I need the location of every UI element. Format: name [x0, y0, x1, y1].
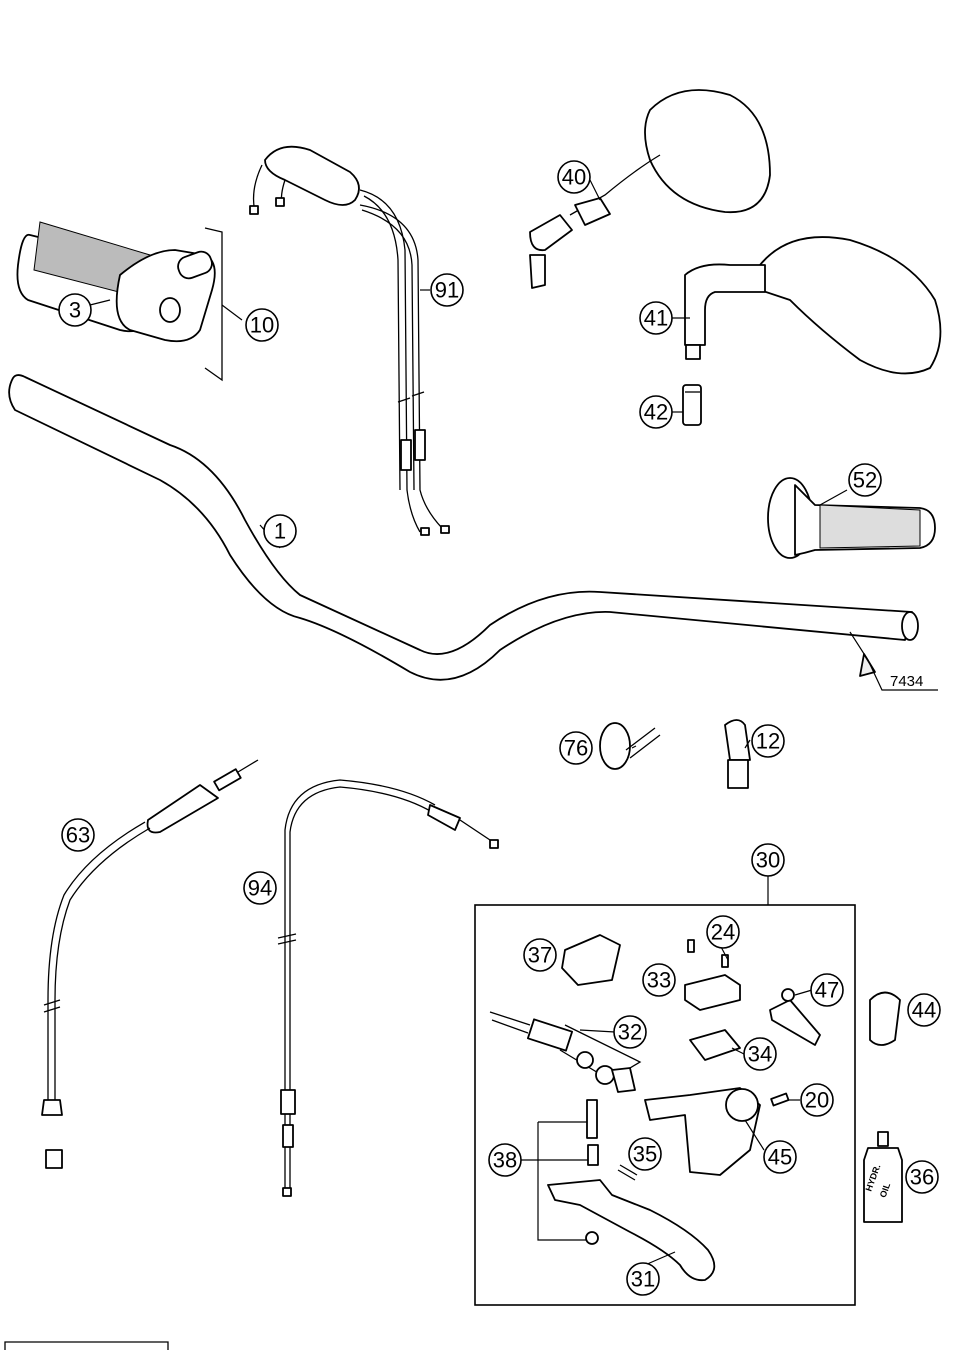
callout-36: 36: [905, 1160, 939, 1194]
left-grip-part: [767, 477, 936, 559]
callout-41-label: 41: [644, 306, 668, 331]
callout-63: 63: [61, 818, 95, 852]
callout-24: 24: [706, 915, 740, 949]
callout-35-label: 35: [633, 1142, 657, 1167]
callout-94: 94: [243, 871, 277, 905]
callout-47: 47: [810, 973, 844, 1007]
callout-31: 31: [626, 1262, 660, 1296]
callout-52: 52: [848, 463, 882, 497]
callout-44: 44: [907, 993, 941, 1027]
callout-36-label: 36: [910, 1165, 934, 1190]
bottom-frame-fragment: [4, 1341, 169, 1350]
callout-47-label: 47: [815, 978, 839, 1003]
callout-44-label: 44: [912, 998, 936, 1023]
callout-38: 38: [488, 1143, 522, 1177]
callout-34-label: 34: [748, 1042, 772, 1067]
callout-31-label: 31: [631, 1267, 655, 1292]
throttle-grip-part: [16, 221, 223, 382]
callout-20-label: 20: [805, 1088, 829, 1113]
callout-12-label: 12: [756, 729, 780, 754]
clutch-cable-part: [277, 779, 499, 1197]
callout-32: 32: [613, 1015, 647, 1049]
callout-94-label: 94: [248, 876, 272, 901]
grip-glue-tube-part: [724, 719, 751, 789]
callout-45: 45: [763, 1140, 797, 1174]
callout-63-label: 63: [66, 823, 90, 848]
callout-45-label: 45: [768, 1145, 792, 1170]
reference-number: 7434: [890, 673, 923, 690]
callout-33: 33: [642, 963, 676, 997]
callout-34: 34: [743, 1037, 777, 1071]
bottle-label-line2: OIL: [878, 1181, 893, 1199]
callout-20: 20: [800, 1083, 834, 1117]
callout-42: 42: [639, 395, 673, 429]
callout-1-label: 1: [274, 519, 286, 544]
master-cylinder-assembly-box: [474, 874, 901, 1306]
callout-24-label: 24: [711, 920, 735, 945]
callout-42-label: 42: [644, 400, 668, 425]
callout-76-label: 76: [564, 736, 588, 761]
mirror-oval-part: [682, 236, 942, 426]
callout-33-label: 33: [647, 968, 671, 993]
callout-30: 30: [751, 843, 785, 877]
throttle-cables-part: [249, 145, 450, 536]
cable-tie-part: [599, 722, 661, 770]
callout-91: 91: [430, 273, 464, 307]
mirror-round-part: [529, 89, 771, 289]
callout-91-label: 91: [435, 278, 459, 303]
hydraulic-oil-bottle-part: HYDR. OIL: [863, 1131, 903, 1223]
callout-10-label: 10: [250, 313, 274, 338]
callout-40-label: 40: [562, 165, 586, 190]
callout-10: 10: [245, 308, 279, 342]
callout-3: 3: [58, 293, 92, 327]
callout-41: 41: [639, 301, 673, 335]
callout-38-label: 38: [493, 1148, 517, 1173]
callout-1: 1: [263, 514, 297, 548]
callout-37-label: 37: [528, 943, 552, 968]
callout-35: 35: [628, 1137, 662, 1171]
callout-76: 76: [559, 731, 593, 765]
hot-start-cable-part: [41, 759, 259, 1169]
callout-40: 40: [557, 160, 591, 194]
callout-32-label: 32: [618, 1020, 642, 1045]
callout-37: 37: [523, 938, 557, 972]
callout-3-label: 3: [69, 298, 81, 323]
callout-30-label: 30: [756, 848, 780, 873]
callout-12: 12: [751, 724, 785, 758]
handlebar-part: [8, 374, 938, 691]
callout-52-label: 52: [853, 468, 877, 493]
